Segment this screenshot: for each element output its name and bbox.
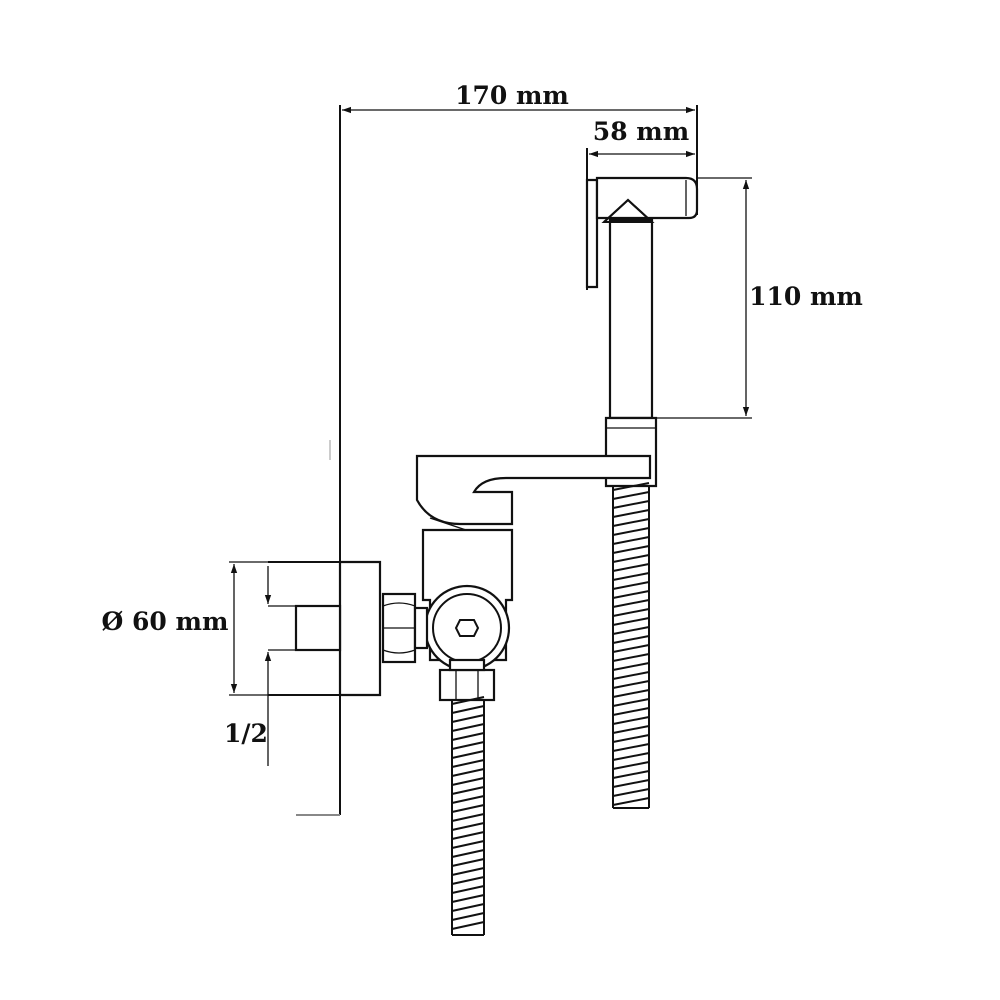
flange-diameter-label: Ø 60 mm	[102, 607, 229, 636]
valve-body	[421, 528, 514, 672]
wall-connector-nut	[381, 592, 429, 664]
thread-size-label: 1/2	[224, 719, 268, 748]
flange-diameter-dimension: Ø 60 mm	[102, 561, 268, 696]
handset-height-label: 110 mm	[749, 282, 863, 311]
overall-width-dimension: 170 mm	[342, 81, 698, 215]
handset-height-dimension: 110 mm	[652, 177, 863, 419]
outlet-nut	[438, 658, 496, 702]
hose-right	[612, 482, 650, 809]
handset-width-label: 58 mm	[593, 117, 689, 146]
wall-line	[296, 105, 341, 816]
wall-flange	[268, 560, 382, 697]
holder-arm	[415, 454, 652, 531]
thread-size-dimension: 1/2	[224, 566, 272, 766]
handset	[585, 176, 699, 488]
hose-left	[451, 696, 485, 936]
overall-width-label: 170 mm	[455, 81, 569, 110]
